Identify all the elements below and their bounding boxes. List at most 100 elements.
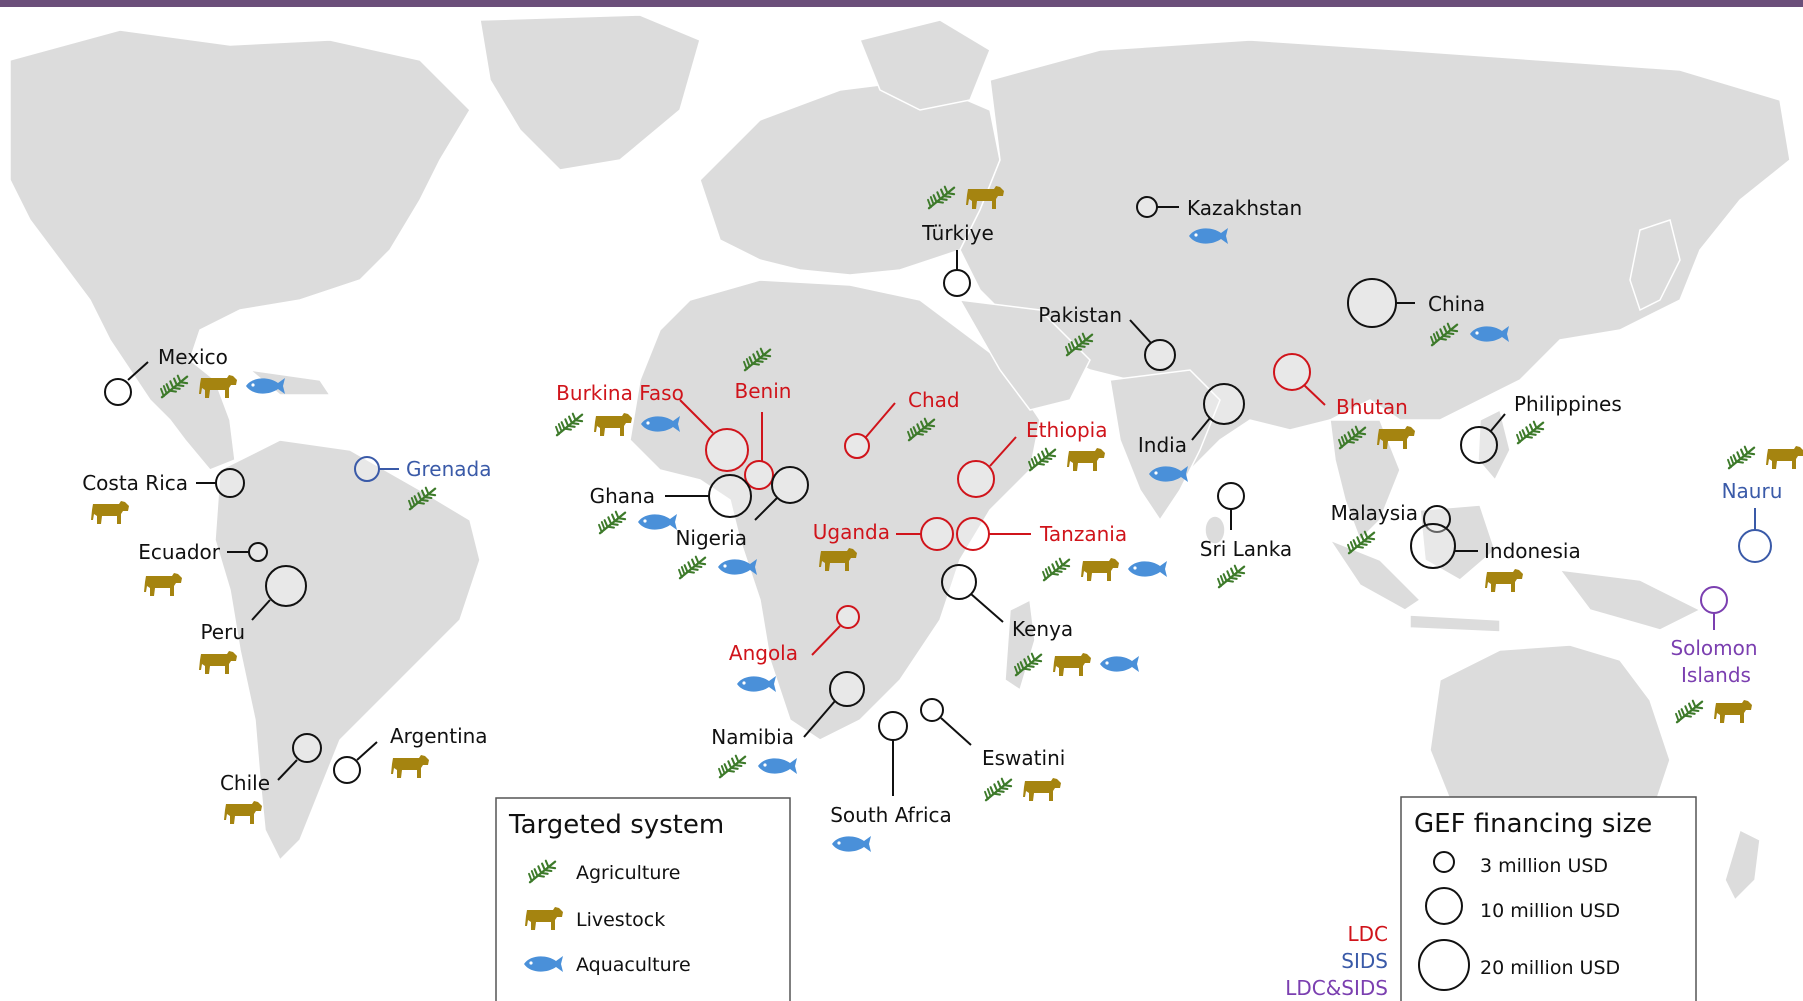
country-chile: Chile bbox=[220, 733, 322, 824]
financing-marker bbox=[956, 517, 990, 551]
country-burkina-faso: Burkina Faso bbox=[554, 381, 749, 472]
country-label: Bhutan bbox=[1336, 395, 1408, 419]
cow-icon bbox=[1067, 448, 1105, 471]
category-ldc: LDC bbox=[1347, 922, 1388, 946]
fish-icon bbox=[1100, 656, 1139, 672]
land-masses bbox=[9, 14, 1791, 902]
legend-item-agriculture: Agriculture bbox=[576, 862, 681, 884]
country-label: Mexico bbox=[158, 345, 228, 369]
leader-line bbox=[277, 759, 298, 781]
new-guinea-landmass bbox=[1558, 569, 1702, 631]
leader-line bbox=[754, 497, 778, 521]
country-namibia: Namibia bbox=[711, 671, 865, 779]
fish-icon bbox=[832, 836, 871, 852]
leader-line bbox=[803, 700, 836, 738]
leader-line bbox=[356, 741, 378, 761]
country-costa-rica: Costa Rica bbox=[82, 468, 245, 524]
financing-marker bbox=[1144, 339, 1176, 371]
cow-icon bbox=[1081, 558, 1119, 581]
financing-marker bbox=[920, 698, 944, 722]
leader-line bbox=[865, 402, 896, 438]
wheat-icon bbox=[597, 510, 627, 535]
southeast-asia-landmass bbox=[1329, 419, 1401, 542]
financing-marker bbox=[744, 460, 774, 490]
financing-marker bbox=[836, 605, 860, 629]
country-label: Ethiopia bbox=[1026, 418, 1107, 442]
leader-line bbox=[1489, 413, 1506, 433]
leader-line bbox=[811, 625, 841, 656]
financing-marker bbox=[1700, 586, 1728, 614]
category-sids: SIDS bbox=[1341, 949, 1388, 973]
country-label: Ecuador bbox=[138, 540, 220, 564]
country-label: Uganda bbox=[813, 520, 890, 544]
greenland-landmass bbox=[479, 14, 701, 171]
cow-icon bbox=[1766, 446, 1803, 469]
leader-line bbox=[1129, 319, 1152, 344]
fish-icon bbox=[758, 758, 797, 774]
country-label: Peru bbox=[200, 620, 245, 644]
financing-marker bbox=[878, 711, 908, 741]
country-grenada: Grenada bbox=[354, 456, 491, 511]
cow-icon bbox=[199, 651, 237, 674]
wheat-icon bbox=[677, 555, 707, 580]
country-philippines: Philippines bbox=[1460, 392, 1622, 464]
financing-marker bbox=[1738, 529, 1772, 563]
country-south-africa: South Africa bbox=[830, 711, 952, 852]
country-label: Grenada bbox=[406, 457, 491, 481]
financing-marker bbox=[957, 460, 995, 498]
leader-line bbox=[940, 717, 972, 746]
cow-icon bbox=[1023, 778, 1061, 801]
country-nauru: Nauru bbox=[1722, 445, 1803, 563]
country-peru: Peru bbox=[199, 565, 307, 674]
india-landmass bbox=[1109, 369, 1221, 522]
financing-marker bbox=[1217, 482, 1245, 510]
country-mexico: Mexico bbox=[104, 345, 285, 406]
north-america-landmass bbox=[9, 29, 471, 471]
country-label: Burkina Faso bbox=[556, 381, 684, 405]
size-label-10: 10 million USD bbox=[1480, 900, 1620, 922]
financing-marker bbox=[215, 468, 245, 498]
country-chad: Chad bbox=[844, 388, 960, 459]
financing-marker bbox=[1410, 523, 1456, 569]
wheat-icon bbox=[1726, 445, 1756, 470]
financing-marker bbox=[708, 474, 752, 518]
country-label: Namibia bbox=[711, 725, 794, 749]
country-india: India bbox=[1138, 383, 1245, 482]
wheat-icon bbox=[1515, 420, 1545, 445]
financing-marker bbox=[333, 756, 361, 784]
country-indonesia: Indonesia bbox=[1410, 523, 1581, 592]
fish-icon bbox=[1128, 561, 1167, 577]
country-label: India bbox=[1138, 433, 1187, 457]
size-label-3: 3 million USD bbox=[1480, 855, 1608, 877]
financing-marker bbox=[1136, 196, 1158, 218]
country-label: Nauru bbox=[1722, 479, 1783, 503]
cow-icon bbox=[594, 413, 632, 436]
top-bar bbox=[0, 0, 1803, 7]
country-ghana: Ghana bbox=[590, 474, 752, 535]
leader-line bbox=[1303, 384, 1326, 406]
country-label: Sri Lanka bbox=[1200, 537, 1292, 561]
country-label: Chad bbox=[908, 388, 960, 412]
financing-marker bbox=[1423, 505, 1451, 533]
leader-line bbox=[1191, 417, 1211, 441]
country-label: Indonesia bbox=[1484, 539, 1581, 563]
financing-marker bbox=[248, 542, 268, 562]
south-america-landmass bbox=[214, 439, 481, 862]
europe-landmass bbox=[699, 79, 1001, 276]
cow-icon bbox=[1714, 700, 1752, 723]
country-label: Angola bbox=[729, 641, 798, 665]
wheat-icon bbox=[1674, 699, 1704, 724]
country-sri-lanka: Sri Lanka bbox=[1200, 482, 1292, 589]
category-ldc-sids: LDC&SIDS bbox=[1285, 976, 1388, 1000]
country-label: Benin bbox=[735, 379, 792, 403]
wheat-icon bbox=[1346, 530, 1376, 555]
country-eswatini: Eswatini bbox=[920, 698, 1065, 802]
country-label: Eswatini bbox=[982, 746, 1065, 770]
leader-line bbox=[989, 436, 1017, 467]
financing-marker bbox=[941, 564, 977, 600]
size-legend-frame bbox=[1400, 796, 1697, 1001]
wheat-icon bbox=[554, 412, 584, 437]
